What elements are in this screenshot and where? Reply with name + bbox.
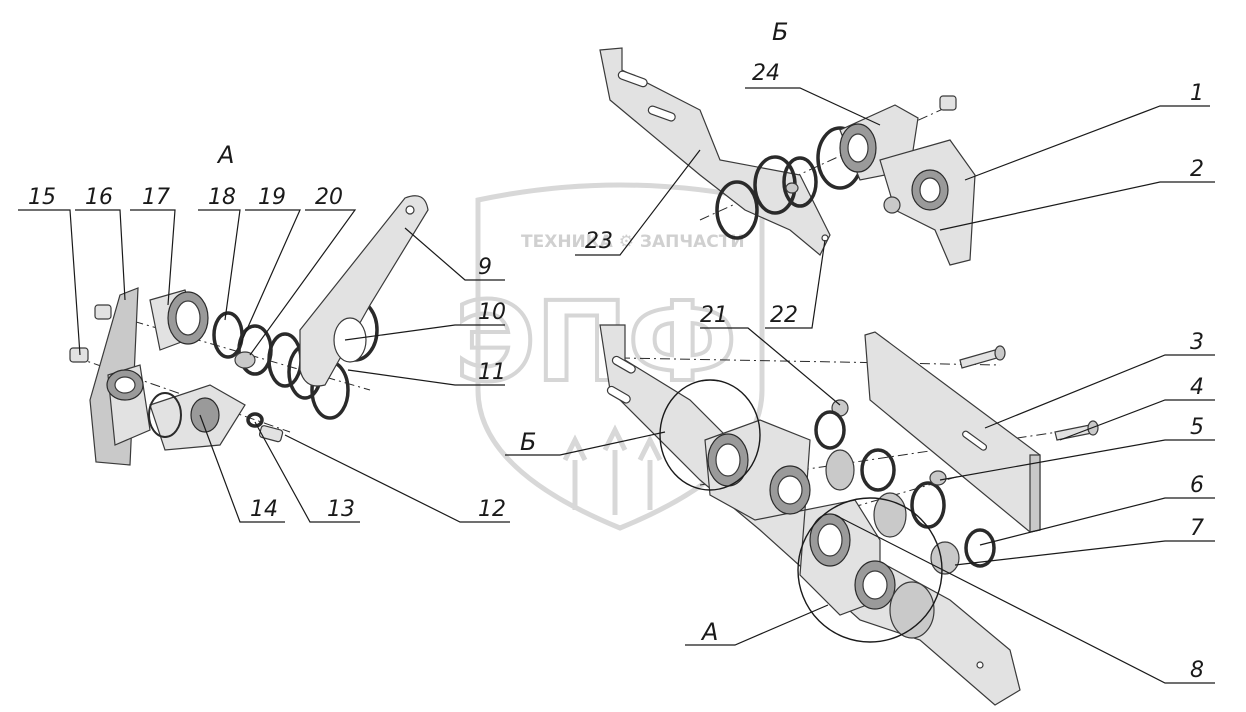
- lever-arm-9: [299, 195, 429, 387]
- bolt-top: [94, 304, 112, 320]
- callout-14: 14: [250, 497, 278, 522]
- callout-6: 6: [1190, 473, 1204, 498]
- view-label-b-top: Б: [772, 18, 788, 46]
- callout-7: 7: [1190, 516, 1204, 541]
- view-label-a-top: А: [216, 141, 234, 169]
- callout-15: 15: [28, 185, 56, 210]
- bracket-arm-23: [599, 47, 831, 256]
- view-labels: А Б Б А: [216, 18, 788, 646]
- callout-13: 13: [327, 497, 355, 522]
- callout-23: 23: [585, 229, 613, 254]
- bolt-15: [69, 347, 89, 363]
- axis-main-1: [619, 357, 1001, 366]
- callout-20: 20: [315, 185, 343, 210]
- callout-numbers: 15 16 17 18 19 20 9 10 11 14 13 12 24 1 …: [28, 61, 1204, 683]
- bushing-20: [234, 351, 256, 369]
- callout-4: 4: [1190, 375, 1204, 400]
- callout-10: 10: [478, 300, 506, 325]
- view-label-b-callout: Б: [520, 428, 536, 456]
- bolt-12: [258, 425, 284, 443]
- callout-18: 18: [208, 185, 236, 210]
- upper-right-group: [599, 47, 976, 266]
- callout-1: 1: [1190, 81, 1204, 106]
- watermark-logo: ТЕХНИКА ⚙ ЗАПЧАСТИ ЭПФ: [453, 182, 765, 531]
- ring-6: [964, 528, 996, 568]
- callout-21: 21: [700, 303, 728, 328]
- callout-5: 5: [1190, 415, 1204, 440]
- watermark-logo-text: ЭПФ: [455, 278, 737, 406]
- bolt-4: [1054, 424, 1093, 441]
- callout-22: 22: [770, 303, 798, 328]
- left-exploded-group: [69, 195, 429, 466]
- callout-11: 11: [478, 360, 506, 385]
- detail-circle-b: [659, 379, 761, 491]
- callout-12: 12: [478, 497, 506, 522]
- callout-8: 8: [1190, 658, 1204, 683]
- callout-17: 17: [142, 185, 170, 210]
- callout-2: 2: [1190, 157, 1204, 182]
- lower-right-group: [599, 324, 1099, 706]
- washer-13: [246, 412, 264, 428]
- assembly-axis-upper: [94, 309, 371, 391]
- callout-3: 3: [1190, 330, 1204, 355]
- bearing-7: [930, 541, 960, 575]
- callout-9: 9: [478, 255, 492, 280]
- callout-24: 24: [752, 61, 780, 86]
- bolt-top-right: [939, 95, 957, 111]
- watermark-top-text: ТЕХНИКА ⚙ ЗАПЧАСТИ: [521, 232, 745, 252]
- callout-19: 19: [258, 185, 286, 210]
- bolt-upper: [959, 349, 998, 369]
- leader-lines: [18, 87, 1215, 684]
- assembly-axis-lower: [74, 356, 291, 433]
- view-label-a-callout: А: [700, 618, 718, 646]
- callout-16: 16: [85, 185, 113, 210]
